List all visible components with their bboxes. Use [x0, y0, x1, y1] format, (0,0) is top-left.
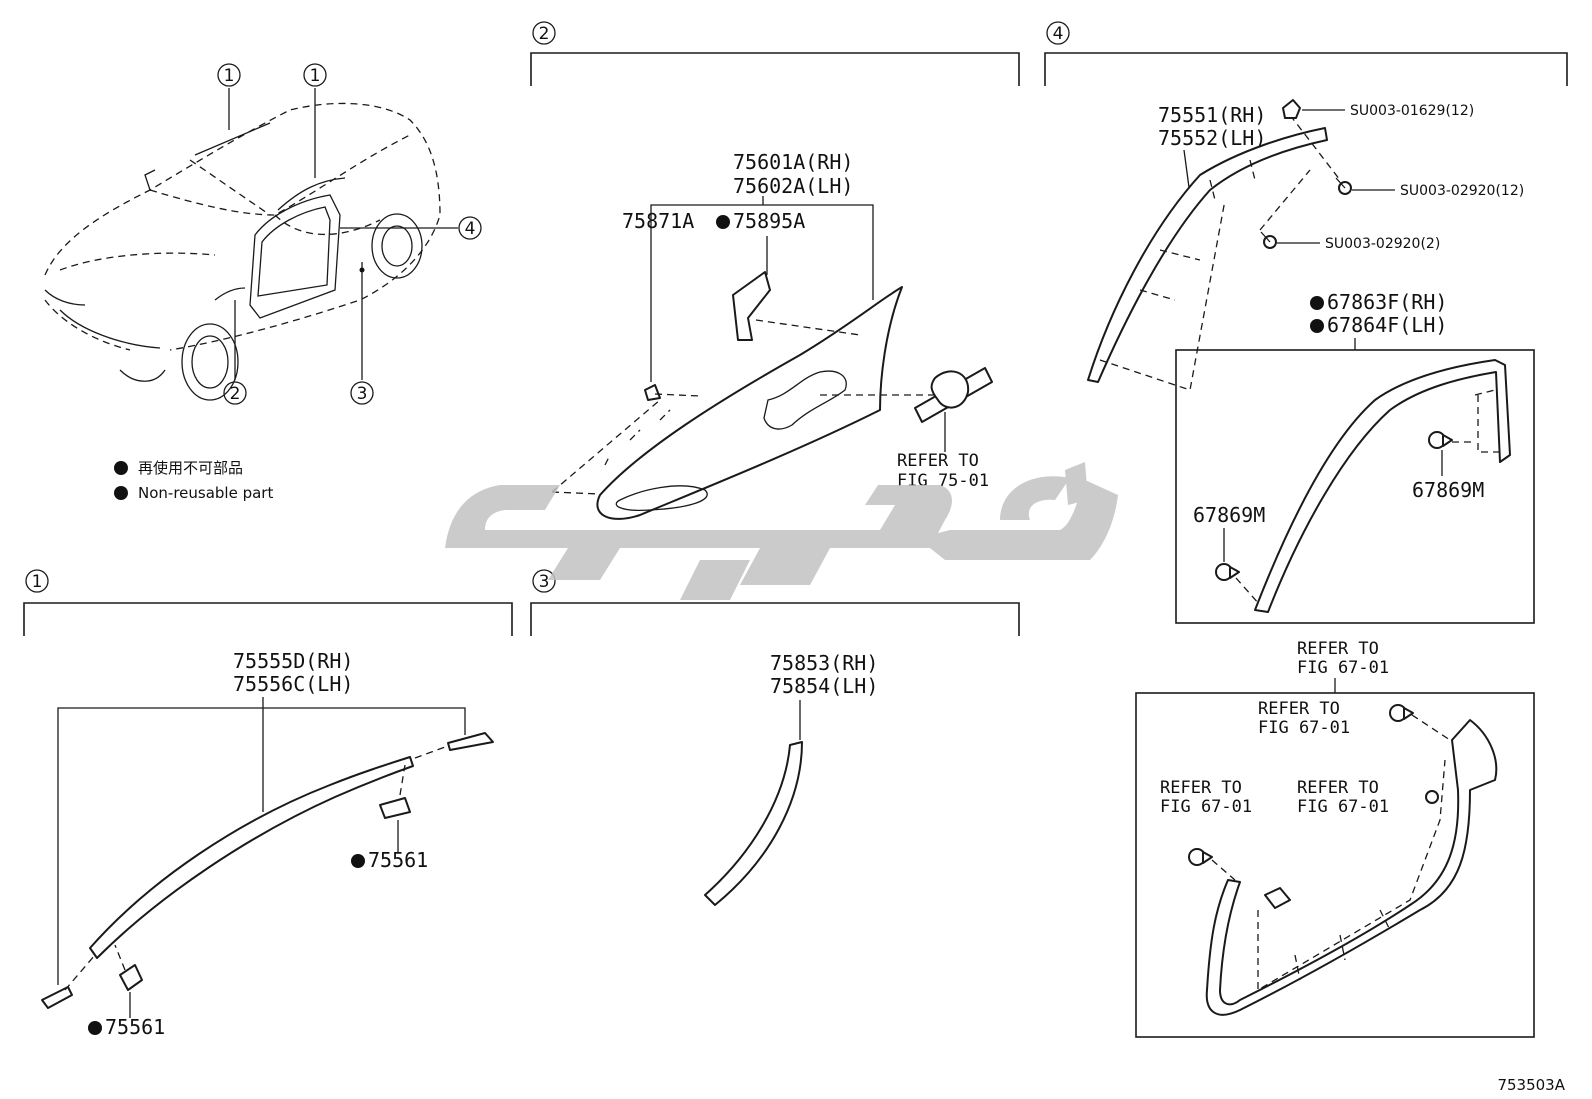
clip-icon — [1428, 431, 1453, 449]
figure-code: 753503A — [1497, 1076, 1565, 1094]
watermark-logo — [445, 462, 1118, 600]
refer-67-01-c-line1: REFER TO — [1297, 778, 1379, 798]
retainer-clip-icon — [379, 797, 411, 819]
section-1-callout: 1 — [32, 572, 43, 592]
refer-67-01-a-line1: REFER TO — [1258, 699, 1340, 719]
non-reusable-bullet-icon — [114, 461, 128, 475]
part-su003-02920-2: SU003-02920(2) — [1325, 236, 1440, 252]
non-reusable-bullet-icon — [1310, 296, 1324, 310]
refer-to-75-01-line1: REFER TO — [897, 451, 979, 471]
section-2-callout: 2 — [539, 24, 550, 44]
part-75601A-rh: 75601A(RH) — [733, 150, 853, 174]
legend: 再使用不可部品 Non-reusable part — [114, 459, 273, 502]
part-75551-rh: 75551(RH) — [1158, 103, 1266, 127]
part-75561-upper: 75561 — [368, 848, 428, 872]
part-75552-lh: 75552(LH) — [1158, 126, 1266, 150]
part-75871A: 75871A — [622, 209, 694, 233]
part-67863F-rh: 67863F(RH) — [1327, 290, 1447, 314]
part-67864F-lh: 67864F(LH) — [1327, 313, 1447, 337]
section-3-callout: 3 — [539, 572, 550, 592]
callout-4-car-door: 4 — [465, 219, 476, 239]
clip-icon — [1335, 177, 1352, 195]
clip-icon — [1215, 563, 1240, 581]
part-75853-rh: 75853(RH) — [770, 651, 878, 675]
emblem-icon — [914, 367, 993, 423]
clip-icon — [1188, 848, 1213, 866]
part-75561-lower: 75561 — [105, 1015, 165, 1039]
car-overview-illustration: 1 1 4 2 3 — [44, 63, 482, 405]
section-2-fender-ornament: 2 75601A(RH) 75602A(LH) 75871A 75895A RE… — [530, 21, 1020, 520]
refer-67-01-b-line1: REFER TO — [1160, 778, 1242, 798]
legend-japanese: 再使用不可部品 — [138, 459, 243, 477]
non-reusable-bullet-icon — [716, 215, 730, 229]
callout-1-car-roof: 1 — [224, 66, 235, 86]
section-3-pillar-garnish: 3 75853(RH) 75854(LH) — [530, 569, 1020, 906]
legend-english: Non-reusable part — [138, 484, 273, 502]
refer-67-01-a-line2: FIG 67-01 — [1258, 718, 1350, 738]
part-75602A-lh: 75602A(LH) — [733, 174, 853, 198]
clip-icon — [1264, 887, 1291, 909]
retainer-clip-icon — [119, 964, 143, 991]
refer-67-01-c-line2: FIG 67-01 — [1297, 797, 1389, 817]
non-reusable-bullet-icon — [114, 486, 128, 500]
non-reusable-bullet-icon — [88, 1021, 102, 1035]
clip-icon — [1260, 231, 1277, 249]
clip-icon — [1389, 704, 1414, 722]
part-75895A: 75895A — [733, 209, 805, 233]
callout-3-car-side: 3 — [357, 384, 368, 404]
callout-2-car-fender: 2 — [230, 384, 241, 404]
part-su003-01629: SU003-01629(12) — [1350, 103, 1474, 119]
nut-icon — [1282, 99, 1301, 119]
part-su003-02920-12: SU003-02920(12) — [1400, 183, 1524, 199]
refer-67-01-top-line1: REFER TO — [1297, 639, 1379, 659]
refer-67-01-top-line2: FIG 67-01 — [1297, 658, 1389, 678]
section-1-roof-molding: 1 75555D(RH) 75556C(LH) 75561 75561 — [23, 569, 513, 1039]
section-4-callout: 4 — [1053, 24, 1064, 44]
part-75556C-lh: 75556C(LH) — [233, 672, 353, 696]
part-75854-lh: 75854(LH) — [770, 674, 878, 698]
part-67869M-left: 67869M — [1193, 503, 1265, 527]
non-reusable-bullet-icon — [351, 854, 365, 868]
refer-67-01-b-line2: FIG 67-01 — [1160, 797, 1252, 817]
non-reusable-bullet-icon — [1310, 319, 1324, 333]
part-75555D-rh: 75555D(RH) — [233, 649, 353, 673]
part-67869M-right: 67869M — [1412, 478, 1484, 502]
callout-1-car-pillar: 1 — [310, 66, 321, 86]
section-4-door-weatherstrip: 4 75551(RH) 75552(LH) SU003-01629(12) SU… — [1044, 21, 1568, 1038]
clip-icon — [1425, 790, 1439, 804]
